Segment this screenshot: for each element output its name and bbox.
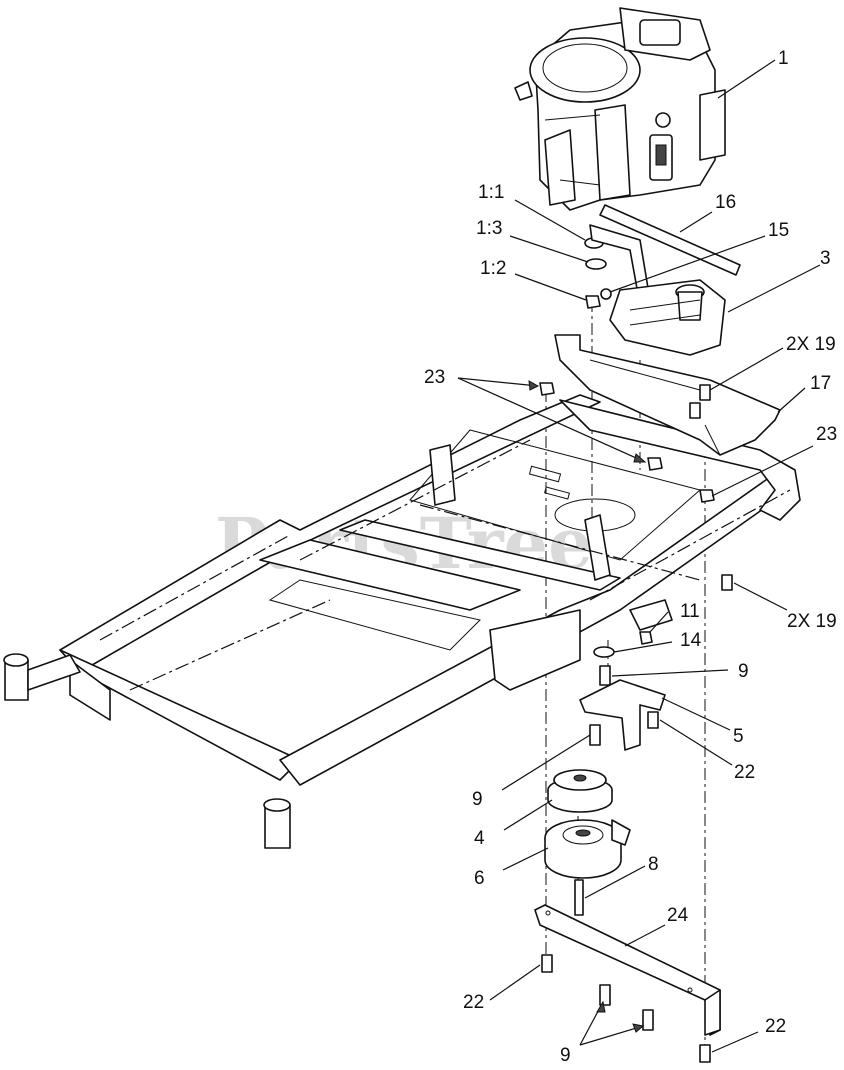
bracket-item-5 — [579, 679, 666, 751]
nut-item-23-b — [647, 457, 663, 471]
callout-24: 24 — [667, 905, 689, 926]
callout-1-3: 1:3 — [476, 218, 502, 239]
callout-3: 3 — [820, 248, 831, 269]
nut-item-23-c — [699, 489, 715, 503]
bolt-item-22-c — [699, 1044, 711, 1063]
callout-8: 8 — [648, 854, 659, 875]
callout-23-right: 23 — [816, 424, 837, 445]
engine-item-1 — [514, 7, 726, 211]
callout-1-2: 1:2 — [480, 258, 506, 279]
callout-9-a: 9 — [738, 661, 749, 682]
callout-9-c: 9 — [560, 1045, 571, 1066]
fastener-item-15 — [600, 288, 612, 300]
callout-22-b: 22 — [463, 992, 484, 1013]
bolt-item-22-a — [647, 711, 659, 729]
callout-2x19-bottom: 2X 19 — [787, 611, 837, 632]
screw-item-19-bottom — [721, 574, 733, 591]
nut-item-1-2 — [585, 295, 601, 309]
callout-15: 15 — [768, 220, 789, 241]
screws-item-19-top — [689, 384, 711, 419]
right-caster-mount — [263, 798, 291, 849]
callout-1: 1 — [778, 48, 789, 69]
muffler-item-3 — [609, 279, 726, 356]
callout-22-a: 22 — [734, 762, 755, 783]
callout-5: 5 — [733, 726, 744, 747]
callout-1-1: 1:1 — [478, 182, 504, 203]
callout-23-left: 23 — [424, 367, 445, 388]
bolt-item-9-c1 — [599, 984, 611, 1006]
leader-lines — [457, 59, 821, 1053]
pulley-item-4 — [547, 769, 613, 813]
nut-item-23-a — [539, 382, 555, 396]
gasket-item-1-3 — [585, 258, 607, 270]
nut-item-11 — [639, 631, 653, 645]
callout-16: 16 — [715, 192, 736, 213]
mower-frame — [3, 394, 801, 849]
plate-item-11 — [629, 599, 673, 631]
callout-22-c: 22 — [765, 1016, 786, 1037]
callout-14: 14 — [680, 630, 702, 651]
bolt-item-22-b — [541, 954, 553, 973]
callout-9-b: 9 — [472, 789, 483, 810]
washer-item-14 — [593, 646, 615, 658]
cross-bar-item-24 — [534, 904, 721, 1036]
part-callouts: 1 1:1 16 1:3 15 1:2 3 2X 19 23 17 23 2X … — [424, 48, 837, 1066]
bolt-item-9-b — [589, 724, 601, 746]
callout-17: 17 — [810, 373, 831, 394]
clutch-item-6 — [544, 819, 631, 879]
bolt-item-9-c2 — [642, 1009, 654, 1031]
callout-4: 4 — [474, 828, 485, 849]
bolt-item-9-a — [599, 665, 611, 686]
left-caster-mount — [3, 653, 81, 701]
callout-11: 11 — [680, 601, 700, 622]
callout-6: 6 — [474, 868, 485, 889]
bolt-item-8 — [574, 879, 584, 916]
callout-2x19-top: 2X 19 — [786, 334, 836, 355]
muffler-guard-item-17 — [554, 334, 781, 456]
